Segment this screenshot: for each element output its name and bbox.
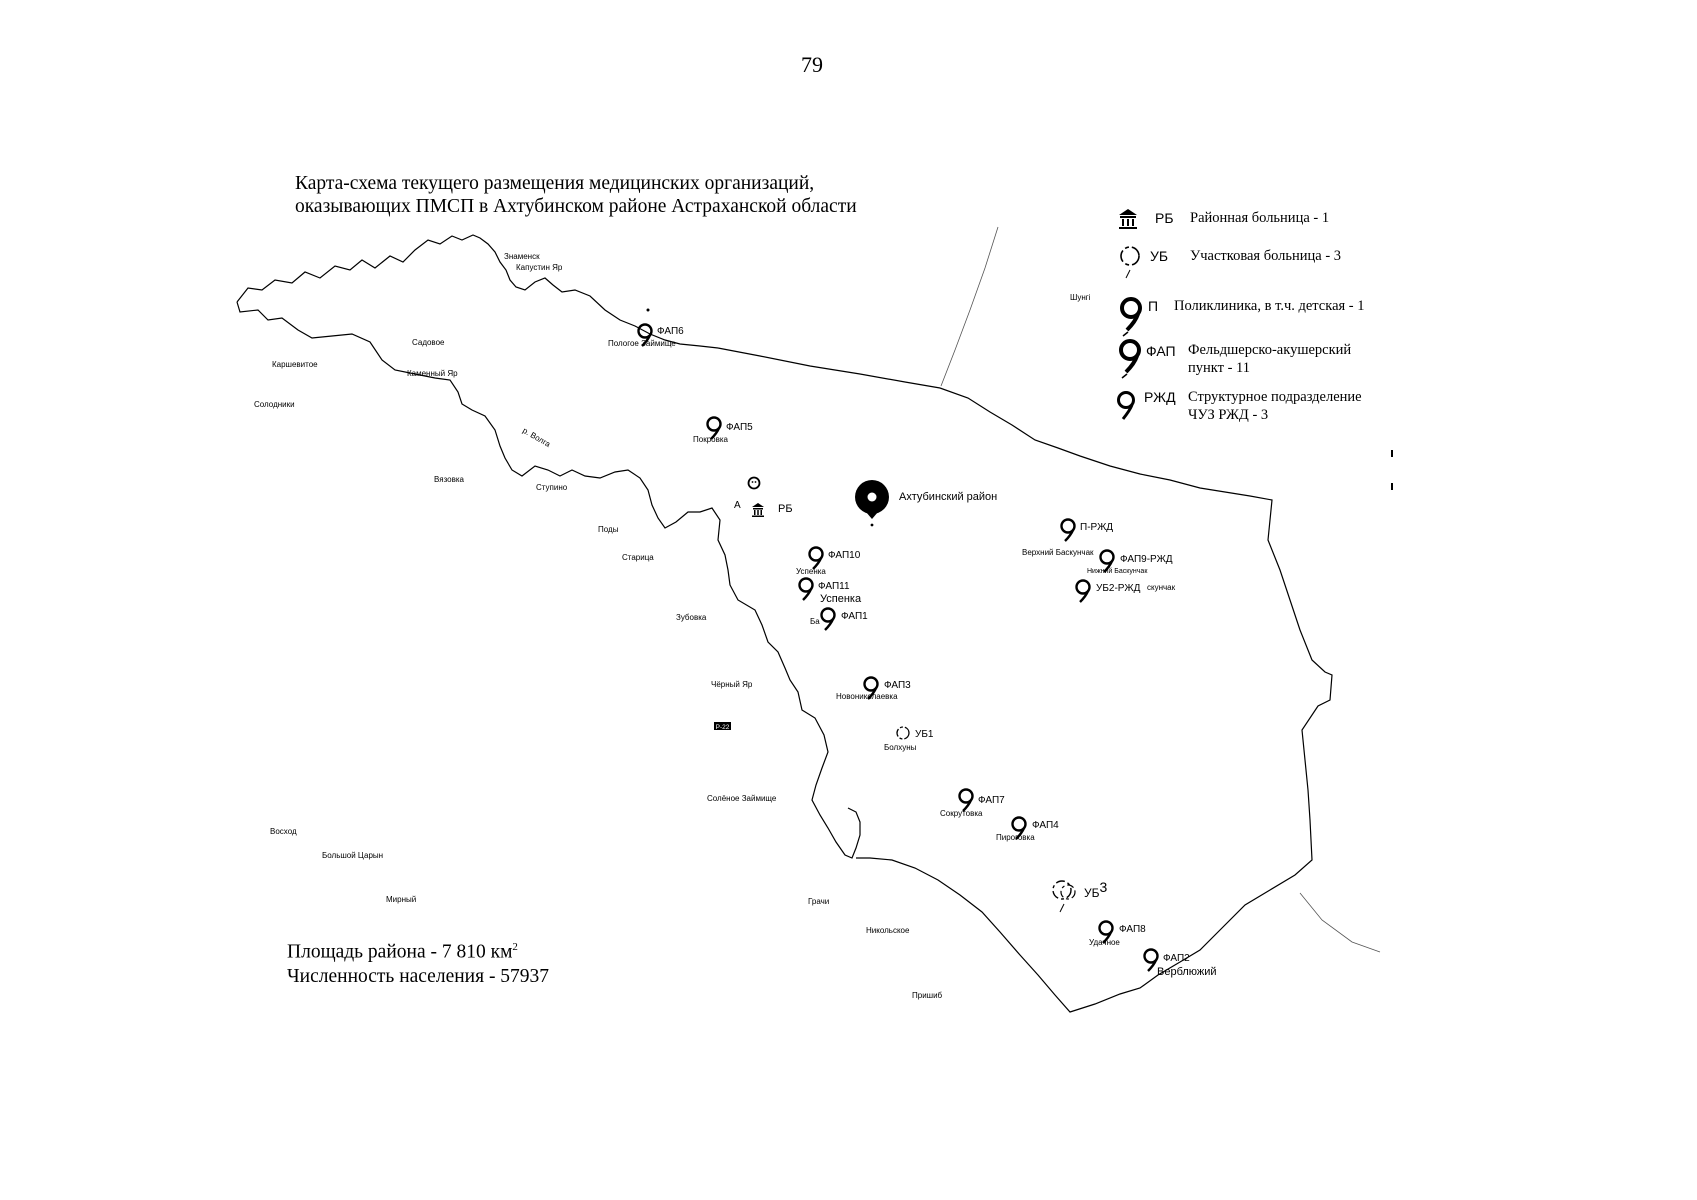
place-shungi: Шунгі <box>1070 293 1091 302</box>
road-sign-label: Р-22 <box>716 724 730 731</box>
fap2-pin-icon <box>1143 948 1159 973</box>
river-volga-boundary <box>236 234 719 349</box>
place-mirny: Мирный <box>386 895 416 904</box>
road-sign-icon: Р-22 <box>714 722 731 731</box>
place-zubovka: Зубовка <box>676 613 707 622</box>
fap10-label: ФАП10 <box>828 550 861 561</box>
page-number: 79 <box>801 52 823 77</box>
rb-prefix: А <box>734 500 741 511</box>
place-sadovoe: Садовое <box>412 338 445 347</box>
ub2-rzd-pin-icon <box>1075 579 1091 604</box>
fap1-settlement: Ба <box>810 617 820 626</box>
legend-hospital-building-icon <box>1119 209 1137 229</box>
fap11-settlement: Успенка <box>820 593 862 605</box>
place-solodniki: Солодники <box>254 400 295 409</box>
place-grachi: Грачи <box>808 897 829 906</box>
fap4-label: ФАП4 <box>1032 820 1059 831</box>
fap7-label: ФАП7 <box>978 795 1005 806</box>
fap10-settlement: Успенка <box>796 567 826 576</box>
fap11-label: ФАП11 <box>818 581 850 592</box>
place-kamennyi-yar: Каменный Яр <box>407 369 458 378</box>
place-pody: Поды <box>598 525 619 534</box>
p-rzd-label: П-РЖД <box>1080 522 1113 533</box>
district-map: Ахтубинский район ФАП6 Пологое Займище Ф… <box>236 209 1393 1013</box>
place-kapustin-yar: Капустин Яр <box>516 263 563 272</box>
district-stats: Площадь района - 7 810 км2 Численность н… <box>287 935 549 989</box>
map-title: Карта-схема текущего размещения медицинс… <box>295 172 857 218</box>
place-bolshoi-tsaryn: Большой Царын <box>322 851 383 860</box>
fap8-label: ФАП8 <box>1119 924 1146 935</box>
fap10-pin-icon <box>808 546 824 571</box>
district-area: Площадь района - 7 810 км2 <box>287 935 549 965</box>
ub1-settlement: Болхуны <box>884 743 917 752</box>
ub2-rzd-label: УБ2-РЖД <box>1096 583 1141 594</box>
p-rzd-settlement: Верхний Баскунчак <box>1022 548 1094 557</box>
fap6-settlement: Пологое Займище <box>608 339 676 348</box>
place-znamensk: Знаменск <box>504 252 540 261</box>
place-vyazovka: Вязовка <box>434 475 465 484</box>
district-area-sup: 2 <box>512 941 518 953</box>
district-population: Численность населения - 57937 <box>287 965 550 987</box>
rb-label: РБ <box>778 503 793 515</box>
place-stupino: Ступино <box>536 483 568 492</box>
ub2-rzd-settlement: скунчак <box>1147 583 1176 592</box>
fap3-settlement: Новониколаевка <box>836 692 898 701</box>
map-title-line2: оказывающих ПМСП в Ахтубинском районе Ас… <box>295 196 857 217</box>
map-title-line1: Карта-схема текущего размещения медицинс… <box>295 173 815 194</box>
rb-small-circle-icon <box>747 476 761 490</box>
neighbour-boundary-north <box>940 226 999 387</box>
place-prishib: Пришиб <box>912 991 943 1000</box>
place-karshevitoe: Каршевитое <box>272 360 318 369</box>
ub3-dashed-circle-icon <box>1052 880 1076 913</box>
map-dot <box>646 308 650 312</box>
fap2-label: ФАП2 <box>1163 953 1190 964</box>
fap7-settlement: Сокрутовка <box>940 809 983 818</box>
district-center-marker <box>855 480 889 527</box>
fap9-rzd-settlement: Нижний Баскунчак <box>1087 567 1148 575</box>
fap3-label: ФАП3 <box>884 680 911 691</box>
district-label: Ахтубинский район <box>899 491 997 503</box>
district-area-text: Площадь района - 7 810 км <box>287 941 513 963</box>
fap5-label: ФАП5 <box>726 422 753 433</box>
rb-hospital-building-icon <box>752 503 764 517</box>
west-district-boundary <box>236 301 861 859</box>
ub3-num: 3 <box>1100 879 1108 895</box>
fap2-settlement: Верблюжий <box>1157 966 1217 978</box>
fap4-settlement: Пироговка <box>996 833 1035 842</box>
fap1-label: ФАП1 <box>841 611 868 622</box>
neighbour-boundary-south <box>1299 892 1381 953</box>
fap5-settlement: Покровка <box>693 435 729 444</box>
place-cherny-yar: Чёрный Яр <box>711 680 753 689</box>
legend-rzd-pin-icon <box>1117 391 1135 420</box>
legend-fap-pin-icon <box>1119 339 1141 380</box>
fap6-label: ФАП6 <box>657 326 684 337</box>
place-solenoe-zaimische: Солёное Займище <box>707 794 777 803</box>
ub3-code: УБ <box>1084 886 1100 900</box>
ub1-dashed-circle-icon <box>896 726 910 740</box>
fap9-rzd-label: ФАП9-РЖД <box>1120 554 1173 565</box>
ub1-label: УБ1 <box>915 729 934 740</box>
fap11-pin-icon <box>798 577 814 602</box>
ub3-label: УБ3 <box>1084 879 1108 900</box>
district-boundary <box>717 347 1333 1013</box>
fap1-pin-icon <box>820 607 836 632</box>
place-staritsa: Старица <box>622 553 654 562</box>
edge-mark <box>1391 483 1393 490</box>
place-nikolskoe: Никольское <box>866 926 910 935</box>
legend-dashed-circle-icon <box>1120 246 1140 279</box>
p-rzd-pin-icon <box>1060 518 1076 543</box>
edge-mark <box>1391 450 1393 457</box>
fap8-settlement: Удачное <box>1089 938 1120 947</box>
place-volga: р. Волга <box>521 426 552 449</box>
place-voskhod: Восход <box>270 827 297 836</box>
legend-polyclinic-pin-icon <box>1120 297 1142 338</box>
fap7-pin-icon <box>958 788 974 813</box>
